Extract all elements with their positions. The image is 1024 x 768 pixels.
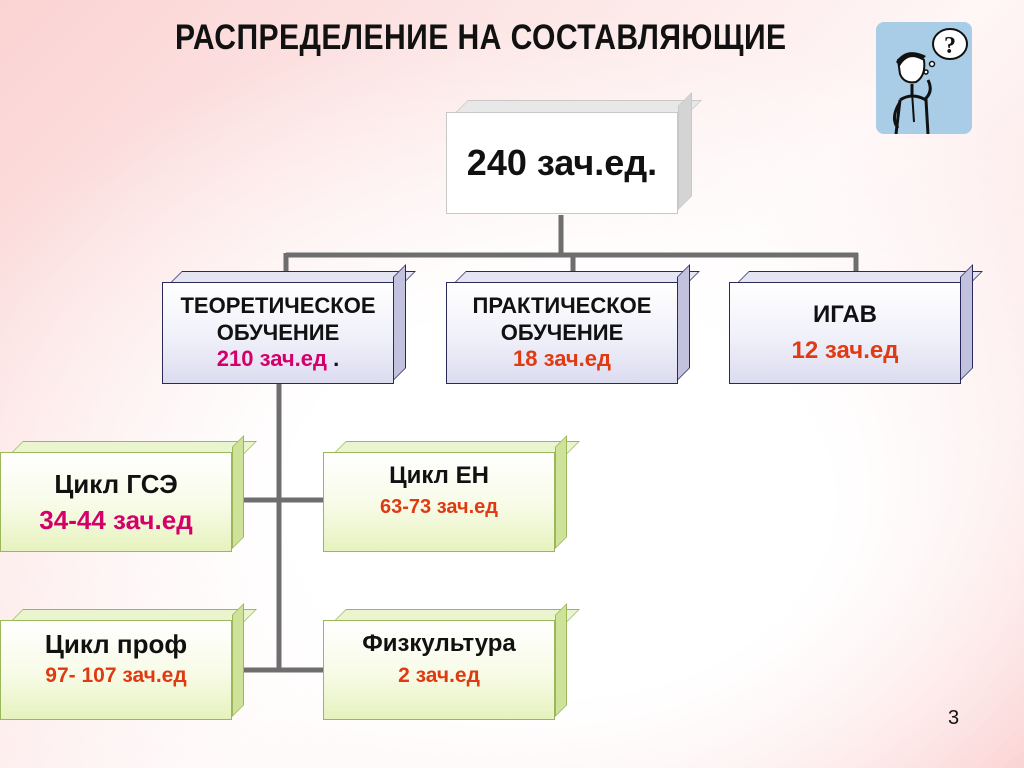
practical-training-box: ПРАКТИЧЕСКОЕ ОБУЧЕНИЕ 18 зач.ед <box>446 264 700 384</box>
cycle-gse-value: 34-44 зач.ед <box>39 505 193 535</box>
total-credits-box: 240 зач.ед. <box>446 92 702 214</box>
theoretical-line1: ТЕОРЕТИЧЕСКОЕ <box>180 292 376 318</box>
theoretical-training-box: ТЕОРЕТИЧЕСКОЕ ОБУЧЕНИЕ 210 зач.ед . <box>162 264 416 384</box>
practical-value: 18 зач.ед <box>512 346 611 372</box>
igav-value: 12 зач.ед <box>791 337 899 364</box>
svg-text:?: ? <box>944 33 956 59</box>
cycle-en-value: 63-73 зач.ед <box>380 495 498 518</box>
page-number: 3 <box>948 707 960 729</box>
cycle-prof-box: Цикл проф 97- 107 зач.ед <box>0 603 257 720</box>
theoretical-suffix: . <box>327 346 340 372</box>
practical-line1: ПРАКТИЧЕСКОЕ <box>472 292 652 318</box>
thinking-person-question-icon: ? <box>876 22 972 135</box>
theoretical-line2: ОБУЧЕНИЕ <box>216 319 340 345</box>
slide-title: РАСПРЕДЕЛЕНИЕ НА СОСТАВЛЯЮЩИЕ <box>175 18 787 57</box>
cycle-gse-box: Цикл ГСЭ 34-44 зач.ед <box>0 435 257 552</box>
cycle-en-box: Цикл ЕН 63-73 зач.ед <box>323 435 580 552</box>
physical-education-box: Физкультура 2 зач.ед <box>323 603 580 720</box>
physical-education-value: 2 зач.ед <box>398 663 480 687</box>
cycle-en-name: Цикл ЕН <box>389 462 489 489</box>
theoretical-value: 210 зач.ед <box>216 346 327 372</box>
cycle-prof-value: 97- 107 зач.ед <box>45 664 187 688</box>
total-credits-value: 240 зач.ед. <box>466 142 658 184</box>
cycle-prof-name: Цикл проф <box>44 629 188 659</box>
igav-box: ИГАВ 12 зач.ед <box>729 264 983 384</box>
practical-line2: ОБУЧЕНИЕ <box>500 319 624 345</box>
igav-label: ИГАВ <box>812 301 877 328</box>
cycle-gse-name: Цикл ГСЭ <box>54 468 178 499</box>
physical-education-name: Физкультура <box>362 630 516 657</box>
